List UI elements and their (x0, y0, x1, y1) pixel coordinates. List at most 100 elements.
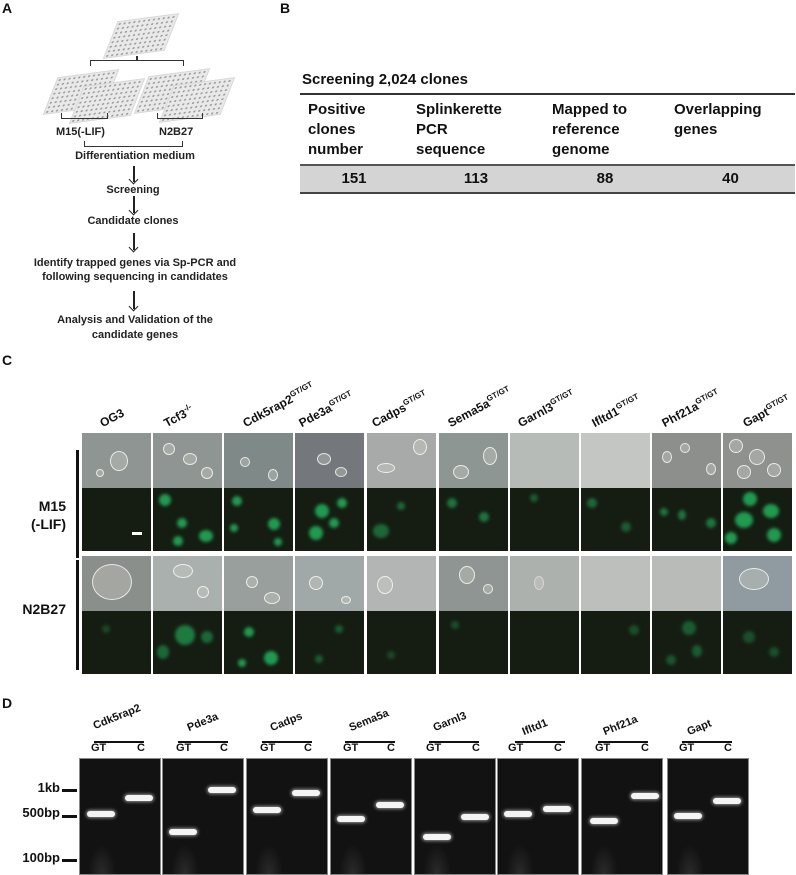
panel-label-b: B (280, 0, 291, 16)
step-screening: Screening (106, 184, 160, 196)
band-gt (253, 807, 281, 813)
value-positive-clones: 151 (341, 170, 367, 187)
column-label-phf21a: Phf21aGT/GT (659, 386, 720, 430)
band-c (376, 802, 404, 808)
header-positive-clones: Positive clones number (308, 101, 366, 158)
micrograph-n2b27-gapt (723, 556, 792, 674)
gel-label-gapt: Gapt (685, 717, 714, 738)
micrograph-m15-ifltd1 (581, 433, 650, 551)
lane-label-gt: GT (343, 742, 359, 754)
table-title: Screening 2,024 clones (302, 71, 468, 88)
marker-dash-500bp (62, 815, 77, 818)
down-arrow-icon (133, 233, 135, 250)
header-overlapping-genes: Overlapping genes (674, 101, 762, 138)
band-c (713, 798, 741, 804)
micrograph-n2b27-tcf3 (153, 556, 222, 674)
gel-bar (262, 741, 312, 743)
gel-bar (345, 741, 395, 743)
lane-label-c: C (472, 742, 480, 754)
screening-table: Positive clones number Splinkerette PCR … (300, 93, 795, 194)
lane-label-c: C (724, 742, 732, 754)
gel-bar (429, 741, 479, 743)
micrograph-m15-gapt (723, 433, 792, 551)
micrograph-m15-garnl3 (510, 433, 579, 551)
medium-bracket (84, 141, 183, 147)
band-gt (87, 811, 115, 817)
gel-label-pde3a: Pde3a (185, 710, 221, 734)
step-identify-line1: Identify trapped genes via Sp-PCR and (33, 257, 237, 269)
table-row: 151 113 88 40 (300, 165, 795, 193)
column-label-og3: OG3 (97, 405, 127, 430)
marker-label-100bp: 100bp (22, 850, 60, 865)
lane-label-gt: GT (508, 742, 524, 754)
gel-bar (682, 741, 732, 743)
lane-label-gt: GT (176, 742, 192, 754)
gel-label-cdk5rap2: Cdk5rap2 (91, 702, 143, 732)
lane-label-gt: GT (91, 742, 107, 754)
micrograph-n2b27-cdk5rap2 (224, 556, 293, 674)
marker-label-500bp: 500bp (22, 805, 60, 820)
header-splinkerette-pcr: Splinkerette PCR sequence (416, 101, 502, 158)
lane-label-c: C (387, 742, 395, 754)
lane-label-c: C (641, 742, 649, 754)
band-c (461, 814, 489, 820)
down-arrow-icon (133, 196, 135, 213)
value-mapped-reference: 88 (596, 170, 614, 187)
band-c (631, 793, 659, 799)
lane-label-c: C (554, 742, 562, 754)
band-c (292, 790, 320, 796)
micrograph-n2b27-phf21a (652, 556, 721, 674)
value-splinkerette-pcr: 113 (463, 170, 489, 187)
step-analysis-line1: Analysis and Validation of the (57, 314, 213, 326)
gel-gapt (667, 758, 749, 875)
gel-label-sema5a: Sema5a (347, 707, 391, 734)
lane-label-c: C (220, 742, 228, 754)
step-analysis-line2: candidate genes (91, 329, 179, 341)
row-label-m15: M15 (-LIF) (31, 498, 66, 532)
lane-label-c: C (304, 742, 312, 754)
m15-bracket (61, 113, 108, 119)
lane-label-gt: GT (595, 742, 611, 754)
lane-label-gt: GT (679, 742, 695, 754)
gel-cadps (246, 758, 328, 875)
micrograph-m15-tcf3 (153, 433, 222, 551)
lane-label-gt: GT (260, 742, 276, 754)
bracket-tick (136, 56, 138, 61)
micrograph-m15-og3 (82, 433, 151, 551)
96-well-plate-icon (102, 13, 180, 59)
micrograph-n2b27-sema5a (439, 556, 508, 674)
column-label-gapt: GaptGT/GT (740, 392, 790, 430)
band-gt (337, 816, 365, 822)
column-label-cadps: CadpsGT/GT (369, 388, 428, 430)
micrograph-m15-cadps (367, 433, 436, 551)
panel-label-c: C (2, 352, 13, 368)
panel-label-d: D (2, 695, 13, 711)
down-arrow-icon (133, 166, 135, 182)
scale-bar (132, 532, 142, 535)
gel-phf21a (581, 758, 663, 875)
micrograph-m15-cdk5rap2 (224, 433, 293, 551)
gel-bar (515, 741, 565, 743)
micrograph-n2b27-garnl3 (510, 556, 579, 674)
gel-bar (94, 741, 144, 743)
row-bracket-m15 (76, 450, 79, 558)
column-label-garnl3: Garnl3GT/GT (515, 387, 575, 430)
step-candidate-clones: Candidate clones (87, 215, 179, 227)
micrograph-n2b27-pde3a (295, 556, 364, 674)
header-mapped-reference: Mapped to reference genome (552, 101, 627, 158)
marker-label-1kb: 1kb (37, 780, 60, 795)
n2b27-bracket (157, 113, 203, 119)
medium-label-m15: M15(-LIF) (56, 126, 105, 138)
micrograph-m15-sema5a (439, 433, 508, 551)
gel-label-garnl3: Garnl3 (431, 709, 469, 734)
band-gt (504, 811, 532, 817)
gel-bar (178, 741, 228, 743)
lane-label-gt: GT (426, 742, 442, 754)
gel-sema5a (330, 758, 412, 875)
band-c (125, 795, 153, 801)
gel-pde3a (162, 758, 244, 875)
band-c (543, 806, 571, 812)
gel-label-phf21a: Phf21a (601, 713, 640, 738)
step-identify-line2: following sequencing in candidates (42, 271, 228, 283)
micrograph-m15-pde3a (295, 433, 364, 551)
